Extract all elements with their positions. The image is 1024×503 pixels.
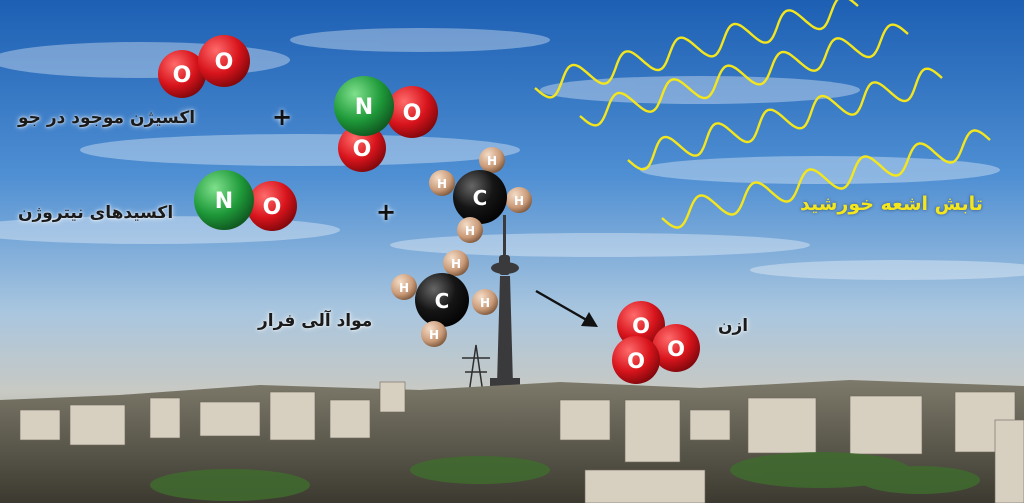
atom-symbol: C [473, 186, 488, 210]
atom-symbol: O [353, 137, 372, 162]
oxygen-atom [386, 86, 438, 138]
nitrogen-dioxide-molecule: O O N [334, 76, 438, 172]
atom-symbol: N [215, 189, 233, 214]
atom-symbol: H [480, 296, 490, 310]
oxygen-atom [198, 35, 250, 87]
nitrogen-oxides-label: اکسیدهای نیتروژن [18, 203, 174, 223]
atom-symbol: O [173, 63, 192, 88]
hydrogen-atom [506, 187, 532, 213]
nitrogen-atom [334, 76, 394, 136]
ozone-label: ازن [718, 316, 749, 336]
atom-symbol: H [437, 177, 447, 191]
atom-symbol: H [487, 154, 497, 168]
atom-symbol: H [429, 328, 439, 342]
hydrogen-atom [421, 321, 447, 347]
oxygen-atom [612, 336, 660, 384]
plus-sign: + [376, 198, 397, 226]
volatile-organics-label: مواد آلی فرار [258, 311, 373, 331]
carbon-atom [453, 170, 507, 224]
oxygen-atom [158, 50, 206, 98]
sun-ray-wave [534, 0, 859, 99]
hydrogen-atom [429, 170, 455, 196]
oxygen-molecule: O O [158, 35, 250, 98]
reaction-arrow [535, 289, 598, 327]
atom-symbol: H [514, 194, 524, 208]
hydrogen-atom [391, 274, 417, 300]
nitric-oxide-molecule: O N [194, 170, 297, 231]
plus-sign: + [272, 103, 293, 131]
atom-symbol: O [403, 101, 422, 126]
atom-symbol: H [465, 224, 475, 238]
carbon-atom [415, 273, 469, 327]
hydrogen-atom [472, 289, 498, 315]
atom-symbol: O [667, 337, 685, 361]
atom-symbol: C [435, 289, 450, 313]
oxygen-atom [652, 324, 700, 372]
atom-symbol: O [263, 195, 282, 220]
atom-symbol: O [215, 50, 234, 75]
sun-ray-wave [661, 129, 991, 229]
sun-ray-wave [579, 23, 909, 127]
atom-symbol: H [451, 257, 461, 271]
volatile-organic-molecule: H H H H C [391, 250, 498, 347]
oxygen-label: اکسیژن موجود در جو [18, 108, 196, 128]
ozone-molecule: O O O [612, 301, 700, 384]
atom-symbol: H [399, 281, 409, 295]
hydrogen-atom [479, 147, 505, 173]
nitrogen-atom [194, 170, 254, 230]
volatile-organic-molecule: H H H H C [429, 147, 532, 243]
atom-symbol: O [627, 349, 645, 373]
atom-symbol: O [632, 314, 650, 338]
oxygen-atom [617, 301, 665, 349]
hydrogen-atom [443, 250, 469, 276]
atom-symbol: N [355, 95, 373, 120]
solar-radiation-label: تابش اشعه خورشید [800, 193, 983, 215]
sun-ray-wave [627, 67, 943, 171]
hydrogen-atom [457, 217, 483, 243]
oxygen-atom [247, 181, 297, 231]
oxygen-atom [338, 124, 386, 172]
